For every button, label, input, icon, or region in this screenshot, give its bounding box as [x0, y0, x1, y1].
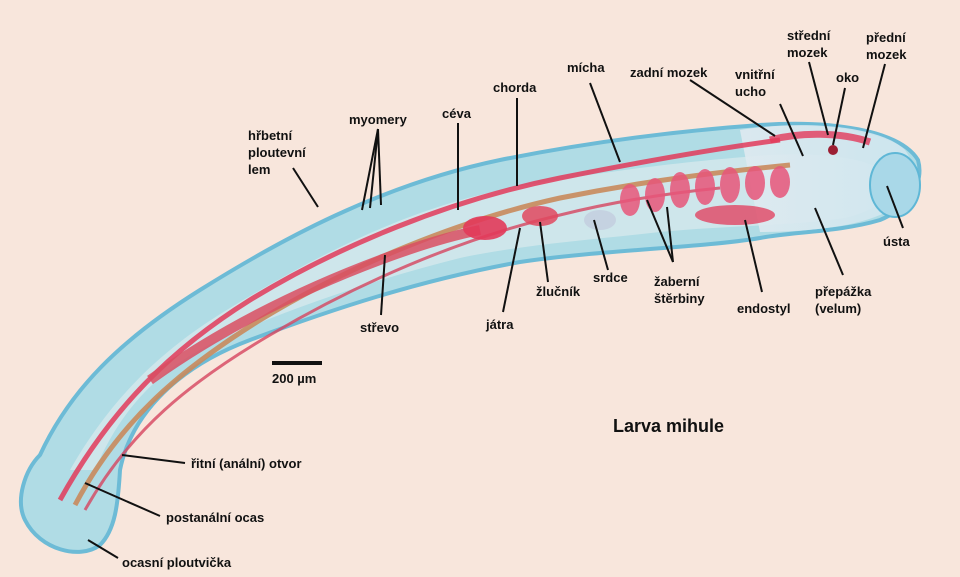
spinal-cord [57, 137, 781, 502]
label-ceva: céva [442, 106, 472, 121]
label-predni-mozek: přední mozek [866, 30, 909, 62]
label-postanalni-ocas: postanální ocas [166, 510, 264, 525]
label-chorda: chorda [493, 80, 537, 95]
label-prepazka-velum: přepážka (velum) [815, 284, 875, 316]
label-strevo: střevo [360, 320, 399, 335]
label-jatra: játra [485, 317, 514, 332]
label-ritni-otvor: řitní (anální) otvor [191, 456, 302, 471]
gill-slits [620, 166, 790, 216]
endostyle [695, 205, 775, 225]
diagram-title: Larva mihule [613, 416, 724, 436]
label-zaberni-sterbiny: žaberní štěrbiny [654, 274, 705, 306]
head-region [740, 125, 913, 232]
gut [147, 225, 481, 385]
label-oko: oko [836, 70, 859, 85]
liver [463, 216, 507, 240]
scale-bar-label: 200 µm [272, 371, 316, 386]
leader-lines [84, 61, 904, 559]
label-usta: ústa [883, 234, 911, 249]
label-srdce: srdce [593, 270, 628, 285]
label-endostyl: endostyl [737, 301, 790, 316]
heart [584, 210, 616, 230]
eye [828, 145, 838, 155]
label-hrbetni-ploutevni-lem: hřbetní ploutevní lem [248, 128, 309, 177]
label-stredni-mozek: střední mozek [787, 28, 834, 60]
label-zadni-mozek: zadní mozek [630, 65, 708, 80]
mouth-hood [869, 152, 921, 218]
label-zlucnik: žlučník [536, 284, 581, 299]
gallbladder [522, 206, 558, 226]
label-ocasni-ploutvicka: ocasní ploutvička [122, 555, 232, 570]
larva-body [19, 121, 922, 554]
label-micha: mícha [567, 60, 605, 75]
label-vnitrni-ucho: vnitřní ucho [735, 67, 778, 99]
label-myomery: myomery [349, 112, 408, 127]
brain [769, 130, 872, 146]
